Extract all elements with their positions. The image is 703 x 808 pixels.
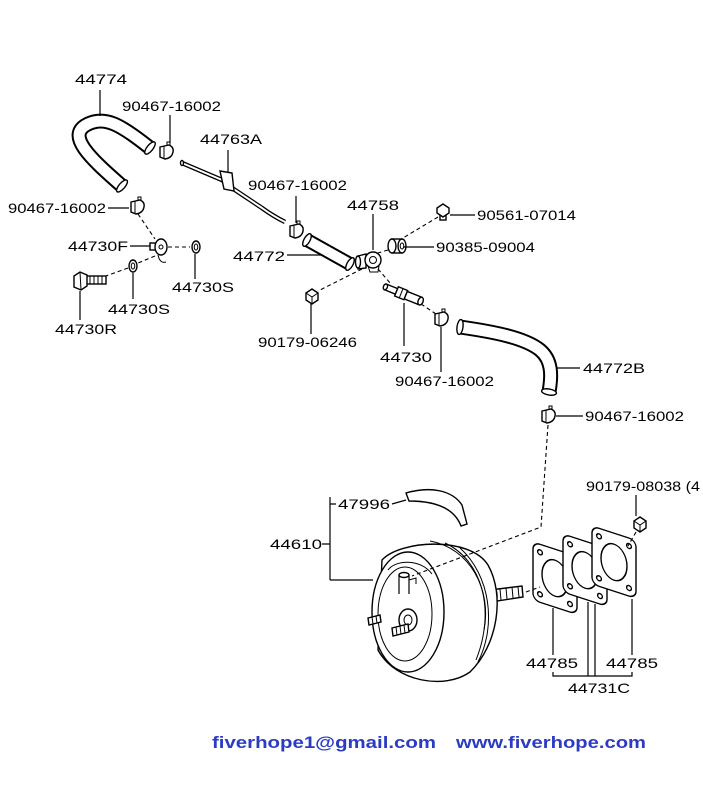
- brake-booster-44610: [367, 540, 524, 683]
- label-44730r: 44730R: [55, 321, 117, 337]
- label-clip-left: 90467-16002: [8, 200, 106, 216]
- gasket-plate-44785-right: [591, 527, 637, 598]
- label-44763a: 44763A: [200, 131, 263, 147]
- clip-icon-left: [130, 196, 145, 215]
- grommet-90385-09004: [387, 238, 407, 254]
- clip-icon-mid-left: [289, 220, 304, 239]
- fitting-44730f: [149, 238, 168, 263]
- hose-44772b: [456, 318, 559, 396]
- label-90179-06246: 90179-06246: [258, 334, 357, 350]
- washer-44730s-lower: [128, 259, 138, 273]
- clip-icon-top: [159, 141, 174, 160]
- nut-icon-90179-06246: [305, 288, 319, 305]
- pipe-44763a: [179, 159, 287, 225]
- label-90179-08038: 90179-08038 (4: [586, 478, 700, 494]
- gasket-47996: [405, 488, 468, 527]
- watermark-email: fiverhope1@gmail.com: [212, 733, 436, 752]
- label-44772: 44772: [233, 248, 285, 264]
- bolt-90561-07014: [436, 203, 450, 221]
- clip-icon-center: [434, 308, 449, 327]
- label-90561-07014: 90561-07014: [477, 207, 576, 223]
- label-44730f: 44730F: [68, 238, 128, 254]
- label-clip-mid-left: 90467-16002: [248, 177, 347, 193]
- bolt-44730r: [73, 271, 107, 291]
- label-clip-top: 90467-16002: [122, 98, 221, 114]
- assembly-dashed-lines: [105, 213, 637, 593]
- label-44730s-lower: 44730S: [108, 301, 170, 317]
- hose-44774: [71, 113, 156, 193]
- nut-icon-90179-08038: [633, 516, 647, 533]
- watermark-website: www.fiverhope.com: [455, 733, 646, 752]
- label-clip-right: 90467-16002: [585, 408, 684, 424]
- label-44772b: 44772B: [583, 360, 645, 376]
- washer-44730s-right: [191, 240, 201, 254]
- label-44785-left: 44785: [526, 655, 578, 671]
- label-90385-09004: 90385-09004: [436, 239, 535, 255]
- label-47996: 47996: [338, 496, 390, 512]
- clip-icon-right: [541, 405, 556, 424]
- label-44785-right: 44785: [606, 655, 658, 671]
- label-44610: 44610: [270, 536, 322, 552]
- union-44758: [354, 251, 382, 273]
- label-44730: 44730: [380, 349, 432, 365]
- label-44730s-right: 44730S: [172, 279, 234, 295]
- check-valve-44730: [382, 283, 425, 306]
- label-44758: 44758: [347, 197, 399, 213]
- label-clip-center: 90467-16002: [395, 373, 494, 389]
- leader-lines: [79, 90, 637, 677]
- hose-44772: [302, 233, 355, 271]
- label-44774: 44774: [75, 71, 127, 87]
- label-44731c: 44731C: [568, 680, 630, 696]
